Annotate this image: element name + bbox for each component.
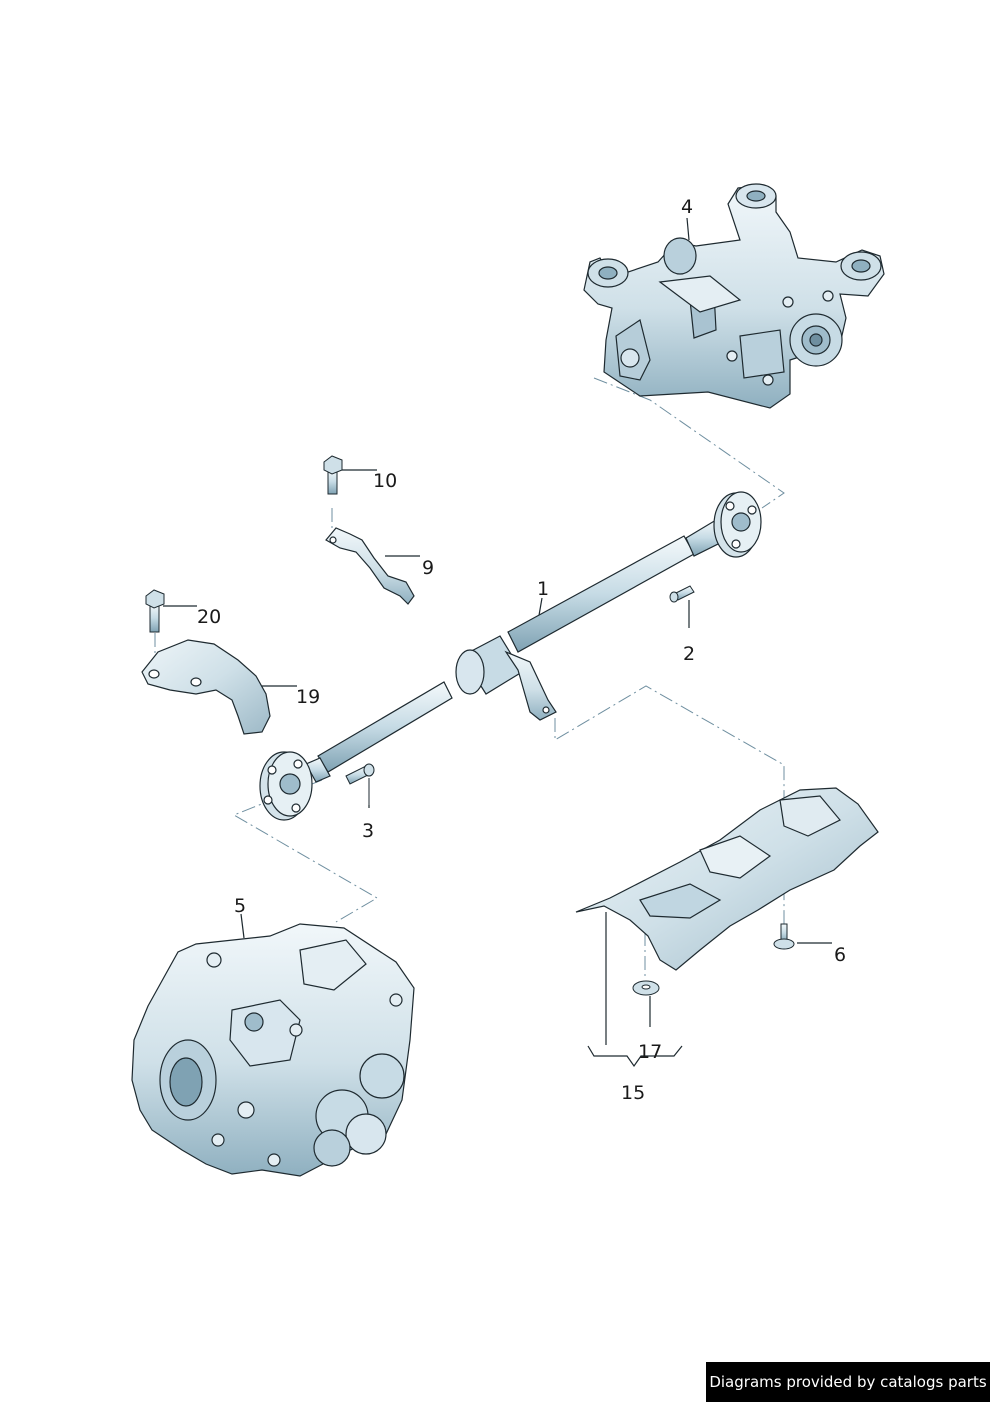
cover-19 bbox=[141, 639, 271, 735]
credit-banner: Diagrams provided by catalogs parts bbox=[706, 1362, 990, 1402]
callout-3: 3 bbox=[362, 820, 375, 842]
washer-17 bbox=[632, 980, 660, 996]
screw-6 bbox=[773, 923, 795, 950]
callout-1: 1 bbox=[537, 578, 550, 600]
bolt-10 bbox=[323, 455, 343, 495]
callout-4: 4 bbox=[681, 196, 694, 218]
callout-20: 20 bbox=[197, 606, 222, 628]
rear-differential bbox=[583, 183, 885, 409]
callout-15: 15 bbox=[621, 1082, 646, 1104]
bracket-9 bbox=[325, 527, 415, 605]
bolt-3 bbox=[345, 763, 375, 808]
callout-6: 6 bbox=[834, 944, 847, 966]
propeller-shaft bbox=[259, 491, 762, 821]
gearbox-5 bbox=[131, 923, 415, 1177]
leader-lines bbox=[163, 217, 832, 1068]
callout-5: 5 bbox=[234, 895, 247, 917]
callout-19: 19 bbox=[296, 686, 321, 708]
callout-2: 2 bbox=[683, 643, 696, 665]
bolt-2 bbox=[669, 585, 695, 603]
callout-9: 9 bbox=[422, 557, 435, 579]
callout-10: 10 bbox=[373, 470, 398, 492]
heat-shield-15 bbox=[575, 787, 879, 971]
bolt-20 bbox=[145, 589, 165, 633]
callout-17: 17 bbox=[638, 1041, 663, 1063]
